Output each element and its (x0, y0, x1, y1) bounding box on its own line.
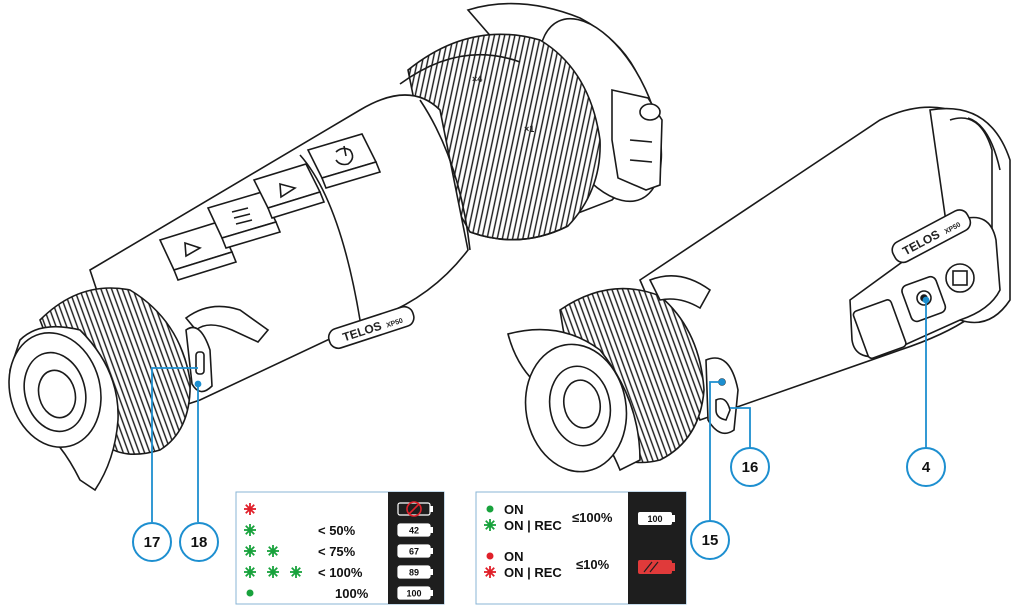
led-red-blink-star (484, 566, 496, 578)
battery-icon: 100 (397, 586, 433, 600)
callout-4: 4 (906, 447, 946, 487)
battery-level-label: 100 (406, 589, 421, 599)
battery-icon: 42 (397, 523, 433, 537)
charge-row: < 100% 89 (244, 565, 433, 580)
usb-port-area (705, 357, 739, 435)
led-green-blink-star (484, 519, 496, 531)
led-green-blink-icon (267, 545, 279, 557)
callout-18-label: 18 (191, 534, 208, 551)
focus-mark-a: ×4 (472, 74, 482, 84)
battery-cover[interactable] (184, 305, 270, 343)
callout-15-label: 15 (702, 532, 719, 549)
callout-line-16 (730, 407, 751, 450)
led-green-blink-icon (267, 566, 279, 578)
button-menu[interactable] (206, 191, 282, 249)
charge-row: < 75% 67 (244, 544, 433, 559)
arrow-down-icon (184, 241, 202, 258)
model-suffix-left: XP50 (386, 318, 405, 330)
battery-cover-right[interactable] (648, 274, 712, 310)
battery-level-label: 89 (409, 568, 419, 578)
led-red-blink-icon (244, 503, 256, 515)
led-green-solid-icon (246, 589, 254, 597)
status-red-level: ≤10% (576, 557, 610, 572)
status-green-battery: 100 (647, 514, 662, 524)
battery-icon-full: 100 (638, 512, 675, 525)
callout-badges: 17 18 15 16 4 (132, 447, 946, 562)
led-red-solid-icon (486, 552, 494, 560)
charge-row-label: 100% (335, 586, 369, 601)
battery-level-label: 67 (409, 547, 419, 557)
battery-icon-low (638, 560, 675, 574)
charge-row-label: < 50% (318, 523, 356, 538)
callout-17: 17 (132, 522, 172, 562)
status-green-level: ≤100% (572, 510, 613, 525)
right-monocular: TELOS XP50 (507, 106, 1011, 473)
no-battery-icon (397, 501, 433, 517)
led-green-blink-icon (290, 566, 302, 578)
callout-line-17 (151, 367, 198, 522)
button-down[interactable] (158, 221, 238, 281)
charge-row: 100% 100 (246, 586, 433, 601)
callout-16-label: 16 (742, 459, 759, 476)
charge-row-label: < 100% (318, 565, 363, 580)
led-green-blink-icon (244, 545, 256, 557)
power-icon (335, 145, 354, 166)
status-panel: ON ON | REC ≤100% 100 ON ON | REC ≤10% (475, 491, 687, 605)
battery-level-label: 42 (409, 526, 419, 536)
led-green-blink-icon (244, 566, 256, 578)
callout-18: 18 (179, 522, 219, 562)
callout-4-label: 4 (922, 459, 931, 476)
led-indicator (195, 351, 205, 375)
callout-line-15 (709, 381, 722, 522)
charge-row (244, 501, 433, 517)
focus-mark-b: ×1 (524, 124, 534, 134)
status-panel-battery-column (628, 492, 686, 604)
battery-icon: 67 (397, 544, 433, 558)
status-green-on: ON (504, 502, 524, 517)
charge-panel: < 50% 42 < 75% 67 < 100% 89 100% 100 (235, 491, 445, 605)
led-green-solid-icon (486, 505, 494, 513)
arrow-up-icon (279, 182, 297, 199)
button-up[interactable] (252, 163, 326, 219)
charge-row-label: < 75% (318, 544, 356, 559)
status-red-on: ON (504, 549, 524, 564)
status-green-on-rec: ON | REC (504, 518, 562, 533)
led-red-blink-icon (484, 566, 496, 578)
status-red-on-rec: ON | REC (504, 565, 562, 580)
callout-16: 16 (730, 447, 770, 487)
battery-icon: 89 (397, 565, 433, 579)
callout-17-label: 17 (144, 534, 161, 551)
callout-15: 15 (690, 520, 730, 560)
led-green-blink-icon (484, 519, 496, 531)
led-green-blink-icon (244, 524, 256, 536)
menu-icon (231, 207, 253, 225)
charge-row: < 50% 42 (244, 523, 433, 538)
callout-lines (151, 296, 930, 522)
button-power[interactable] (306, 133, 382, 189)
plate-slot (852, 299, 907, 360)
